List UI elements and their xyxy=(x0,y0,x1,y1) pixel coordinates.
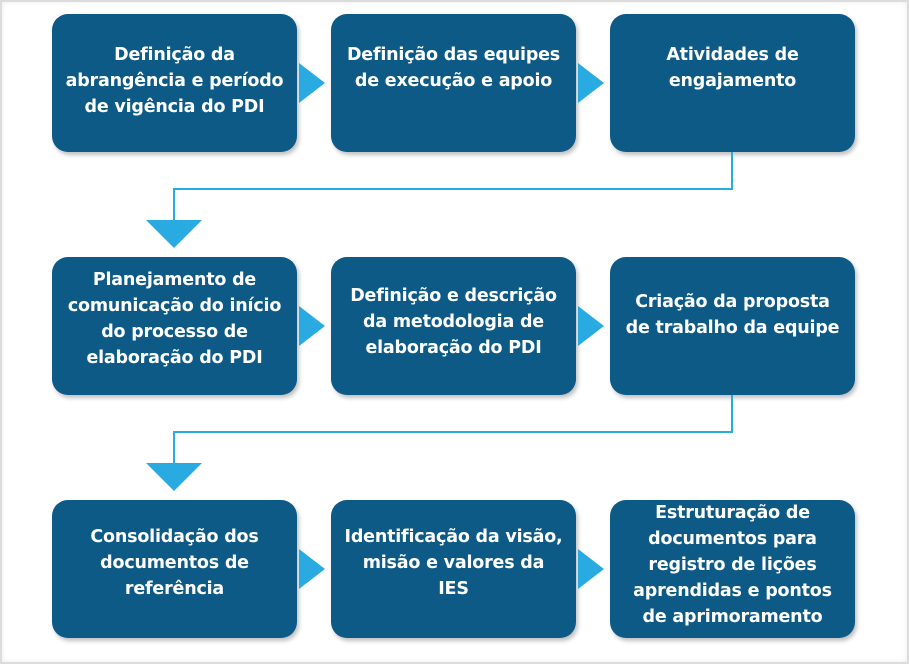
connector-line-vertical xyxy=(173,431,175,465)
arrow-right-icon xyxy=(299,306,325,346)
step-6-box: Criação da proposta de trabalho da equip… xyxy=(610,257,855,395)
step-9-label: Estruturação de documentos para registro… xyxy=(633,503,832,627)
step-8-box: Identificação da visão, misão e valores … xyxy=(331,500,576,638)
step-1-box: Definição da abrangência e período de vi… xyxy=(52,14,297,152)
step-4-box: Planejamento de comunicação do início do… xyxy=(52,257,297,395)
step-8-label: Identificação da visão, misão e valores … xyxy=(344,527,563,599)
arrow-down-icon xyxy=(146,463,202,491)
step-2-box: Definição das equipes de execução e apoi… xyxy=(331,14,576,152)
step-3-box: Atividades de engajamento xyxy=(610,14,855,152)
step-2-label: Definição das equipes de execução e apoi… xyxy=(346,45,561,91)
arrow-right-icon xyxy=(578,306,604,346)
step-4-label: Planejamento de comunicação do início do… xyxy=(67,270,282,368)
step-1-label: Definição da abrangência e período de vi… xyxy=(65,45,284,117)
step-6-label: Criação da proposta de trabalho da equip… xyxy=(625,292,840,338)
arrow-right-icon xyxy=(578,549,604,589)
step-5-label: Definição e descrição da metodologia de … xyxy=(350,286,557,358)
arrow-down-icon xyxy=(146,220,202,248)
step-3-label: Atividades de engajamento xyxy=(666,45,799,91)
connector-line-vertical xyxy=(731,152,733,189)
connector-line-horizontal xyxy=(173,188,733,190)
connector-line-vertical xyxy=(731,395,733,432)
connector-line-horizontal xyxy=(173,431,733,433)
step-5-box: Definição e descrição da metodologia de … xyxy=(331,257,576,395)
arrow-right-icon xyxy=(299,63,325,103)
step-9-box: Estruturação de documentos para registro… xyxy=(610,500,855,638)
step-7-box: Consolidação dos documentos de referênci… xyxy=(52,500,297,638)
step-7-label: Consolidação dos documentos de referênci… xyxy=(90,527,259,599)
arrow-right-icon xyxy=(578,63,604,103)
connector-line-vertical xyxy=(173,188,175,222)
arrow-right-icon xyxy=(299,549,325,589)
